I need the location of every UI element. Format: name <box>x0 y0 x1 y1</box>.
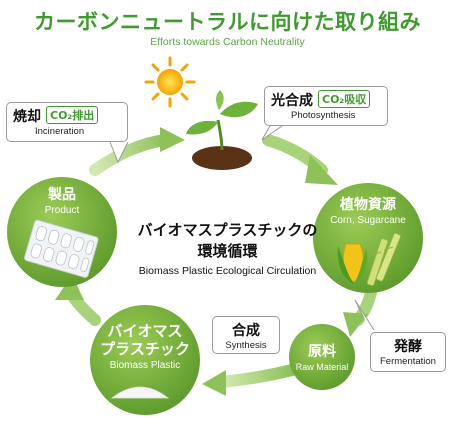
callout-synthesis: 合成 Synthesis <box>212 316 280 354</box>
powder-icon <box>110 386 170 399</box>
callout-photosynthesis: 光合成 CO₂吸収 Photosynthesis <box>264 86 388 126</box>
corn-icon <box>337 243 368 284</box>
product-label: 製品 <box>47 186 76 203</box>
center-title-line2: 環境循環 <box>197 242 258 260</box>
biomass-label-line2: プラスチック <box>100 340 190 358</box>
product-sub: Product <box>45 205 80 216</box>
arrow-plant-to-raw <box>343 282 378 337</box>
arrow-product-to-sprout <box>89 127 185 176</box>
biomass-sub: Biomass Plastic <box>110 360 181 371</box>
co2-emit-badge: CO₂排出 <box>46 106 99 124</box>
co2-absorb-badge: CO₂吸収 <box>318 90 371 108</box>
center-title-line1: バイオマスプラスチックの <box>137 221 318 239</box>
callout-fermentation: 発酵 Fermentation <box>370 332 446 372</box>
page-title: カーボンニュートラルに向けた取り組み <box>34 10 421 34</box>
arrow-biomass-to-product <box>55 275 101 326</box>
seedling-icon <box>186 90 258 170</box>
stage-raw-material: 原料 Raw Material <box>289 324 355 390</box>
incineration-sub: Incineration <box>35 126 85 137</box>
plant-resources-label: 植物資源 <box>339 196 396 213</box>
callout-incineration: 焼却 CO₂排出 Incineration <box>6 102 128 142</box>
photosynthesis-label: 光合成 <box>271 93 313 109</box>
arrow-sprout-to-plant <box>262 134 338 185</box>
raw-material-label: 原料 <box>308 343 336 360</box>
sugarcane-icon <box>366 232 401 286</box>
synthesis-sub: Synthesis <box>225 340 267 351</box>
arrow-raw-to-biomass <box>202 364 298 396</box>
sun-icon <box>144 56 196 108</box>
stage-plant-resources: 植物資源 Corn, Sugarcane <box>313 183 423 293</box>
page-subtitle: Efforts towards Carbon Neutrality <box>150 36 305 48</box>
synthesis-label: 合成 <box>232 323 260 339</box>
biomass-label-line1: バイオマス <box>107 322 182 340</box>
fermentation-label: 発酵 <box>394 339 422 355</box>
stage-biomass-plastic: バイオマス プラスチック Biomass Plastic <box>90 305 200 415</box>
plant-resources-sub: Corn, Sugarcane <box>330 215 406 226</box>
stage-product: 製品 Product <box>7 177 117 287</box>
fermentation-sub: Fermentation <box>380 356 436 367</box>
pill-blister-icon <box>24 219 99 278</box>
center-subtitle: Biomass Plastic Ecological Circulation <box>138 265 317 277</box>
raw-material-sub: Raw Material <box>296 362 349 372</box>
photosynthesis-sub: Photosynthesis <box>291 110 356 121</box>
incineration-label: 焼却 <box>13 109 41 125</box>
